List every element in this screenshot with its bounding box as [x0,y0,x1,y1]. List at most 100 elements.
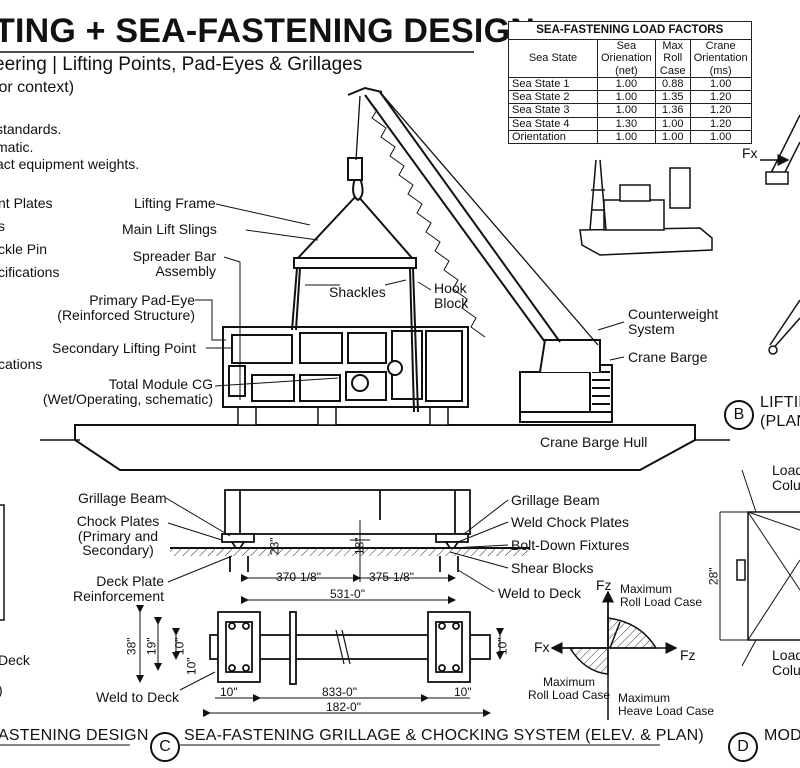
left-list-1: nt Plates [0,195,53,211]
title-section-c: SEA-FASTENING GRILLAGE & CHOCKING SYSTEM… [184,727,704,744]
load-factors-table: SEA-FASTENING LOAD FACTORS Sea State Sea… [508,21,752,145]
cell: 1.20 [689,103,752,118]
table-row: Orientation 1.00 1.00 1.00 [508,130,752,145]
label-weld-to-deck-left: Weld to Deck [96,689,179,705]
left-list-5: cations [0,356,43,372]
label-fz-top: Fz [596,577,612,593]
title-fastening-fragment: ASTENING DESIGN [0,727,149,744]
label-fz-right: Fz [680,647,696,663]
dim-28: 28" [706,567,721,586]
vert-18: 18" [352,537,367,556]
label-shackles: Shackles [329,284,386,300]
label-grillage-beam-right: Grillage Beam [511,492,600,508]
left-cropped-frame [0,504,5,621]
label-fx: Fx [534,639,550,655]
process-module [222,326,469,408]
page-subtitle: eering | Lifting Points, Pad-Eyes & Gril… [0,54,363,75]
cell: 1.00 [597,90,656,105]
label-hook-block: Hook Block [434,280,469,311]
label-lifting-frame: Lifting Frame [134,195,216,211]
cell: 1.00 [597,76,656,92]
cell: Orientation [508,130,598,145]
page-title: TING + SEA-FASTENING DESIGN [0,12,535,50]
label-deck-fragment: Deck [0,652,30,668]
label-load-column-bottom: Load Colu [772,647,800,678]
label-weld-to-deck-right: Weld to Deck [498,585,581,601]
label-module-cg: Total Module CG (Wet/Operating, schemati… [42,376,213,407]
cell: 1.35 [654,90,691,105]
label-deck-plate: Deck Plate Reinforcement [72,573,164,604]
cell: 1.36 [654,103,691,118]
dim-38: 38" [124,637,139,656]
dim-375: 375-1/8" [369,570,414,584]
table-row: Sea State 4 1.30 1.00 1.20 [508,116,752,132]
table-header-row: Sea State Sea Orienation (net) Max Roll … [508,38,752,78]
lifting-rig [291,157,419,413]
table-caption: SEA-FASTENING LOAD FACTORS [508,21,752,40]
cell: Sea State 1 [508,76,598,92]
th-sea-state: Sea State [508,38,598,78]
elevation-dimensions [241,520,456,604]
grillage-elevation [170,489,530,572]
elevation-leaders [165,497,509,593]
label-barge-hull: Crane Barge Hull [540,434,648,450]
cell: 1.20 [689,90,752,105]
cell: 1.00 [597,103,656,118]
cell: 1.00 [597,130,656,145]
label-secondary-lifting-point: Secondary Lifting Point [52,340,196,356]
dim-10-b: 10" [454,685,472,699]
cell: 1.00 [654,116,691,132]
label-bolt-down: Bolt-Down Fixtures [511,537,630,553]
label-counterweight: Counterweight System [628,306,719,337]
dim-10-e: 10" [184,657,199,676]
cell: 1.00 [654,130,691,145]
dim-370: 370-1/8" [276,570,321,584]
cell: Sea State 3 [508,103,598,118]
cell: Sea State 2 [508,90,598,105]
cell: Sea State 4 [508,116,598,132]
dim-531: 531-0" [330,587,365,601]
section-c-marker: C [150,732,180,762]
dim-10-a: 10" [220,685,238,699]
label-max-roll-bottom: Maximum Roll Load Case [528,675,611,702]
cell: 1.00 [689,76,752,92]
th-max-roll: Max Roll Case [654,38,691,78]
force-diagram [550,590,678,720]
label-weld-chock: Weld Chock Plates [511,514,630,530]
title-module-partial: MODU [764,727,800,744]
table-row: Sea State 3 1.00 1.36 1.20 [508,103,752,118]
lifting-leaders [195,203,625,400]
platform-sketch [579,159,713,256]
right-panel-drawings [719,114,800,667]
grillage-plan [209,611,491,685]
cell: 1.20 [689,116,752,132]
note-1: standards. [0,121,62,137]
th-crane-orientation: Crane Orientation (ms) [689,38,752,78]
section-d-marker: D [728,732,758,762]
left-list-4: cifications [0,264,60,280]
label-load-column-top: Load Colu [772,462,800,493]
label-grillage-beam-left: Grillage Beam [78,490,167,506]
dim-19: 19" [144,637,159,656]
label-spreader-bar: Spreader Bar Assembly [132,248,216,279]
note-3: act equipment weights. [0,156,140,172]
note-2: matic. [0,139,34,155]
label-max-heave: Maximum Heave Load Case [618,691,715,718]
section-b-marker: B [724,400,754,430]
label-paren-fragment: ) [0,683,3,698]
page-subtitle-2: for context) [0,79,75,96]
left-list-3: ckle Pin [0,241,48,257]
table-row: Sea State 2 1.00 1.35 1.20 [508,90,752,105]
crane [347,86,613,423]
left-list-2: s [0,218,5,234]
label-shear-blocks: Shear Blocks [511,560,594,576]
th-sea-orientation: Sea Orienation (net) [597,38,656,78]
dim-182: 182-0" [326,700,361,714]
title-plan-partial: (PLAN [760,413,800,430]
vert-23: 23" [267,537,282,556]
table-row: Sea State 1 1.00 0.88 1.00 [508,76,752,92]
dim-10-c: 10" [172,637,187,656]
label-fx-right: Fx [742,145,758,161]
label-chock-plates: Chock Plates (Primary and Secondary) [76,513,160,559]
